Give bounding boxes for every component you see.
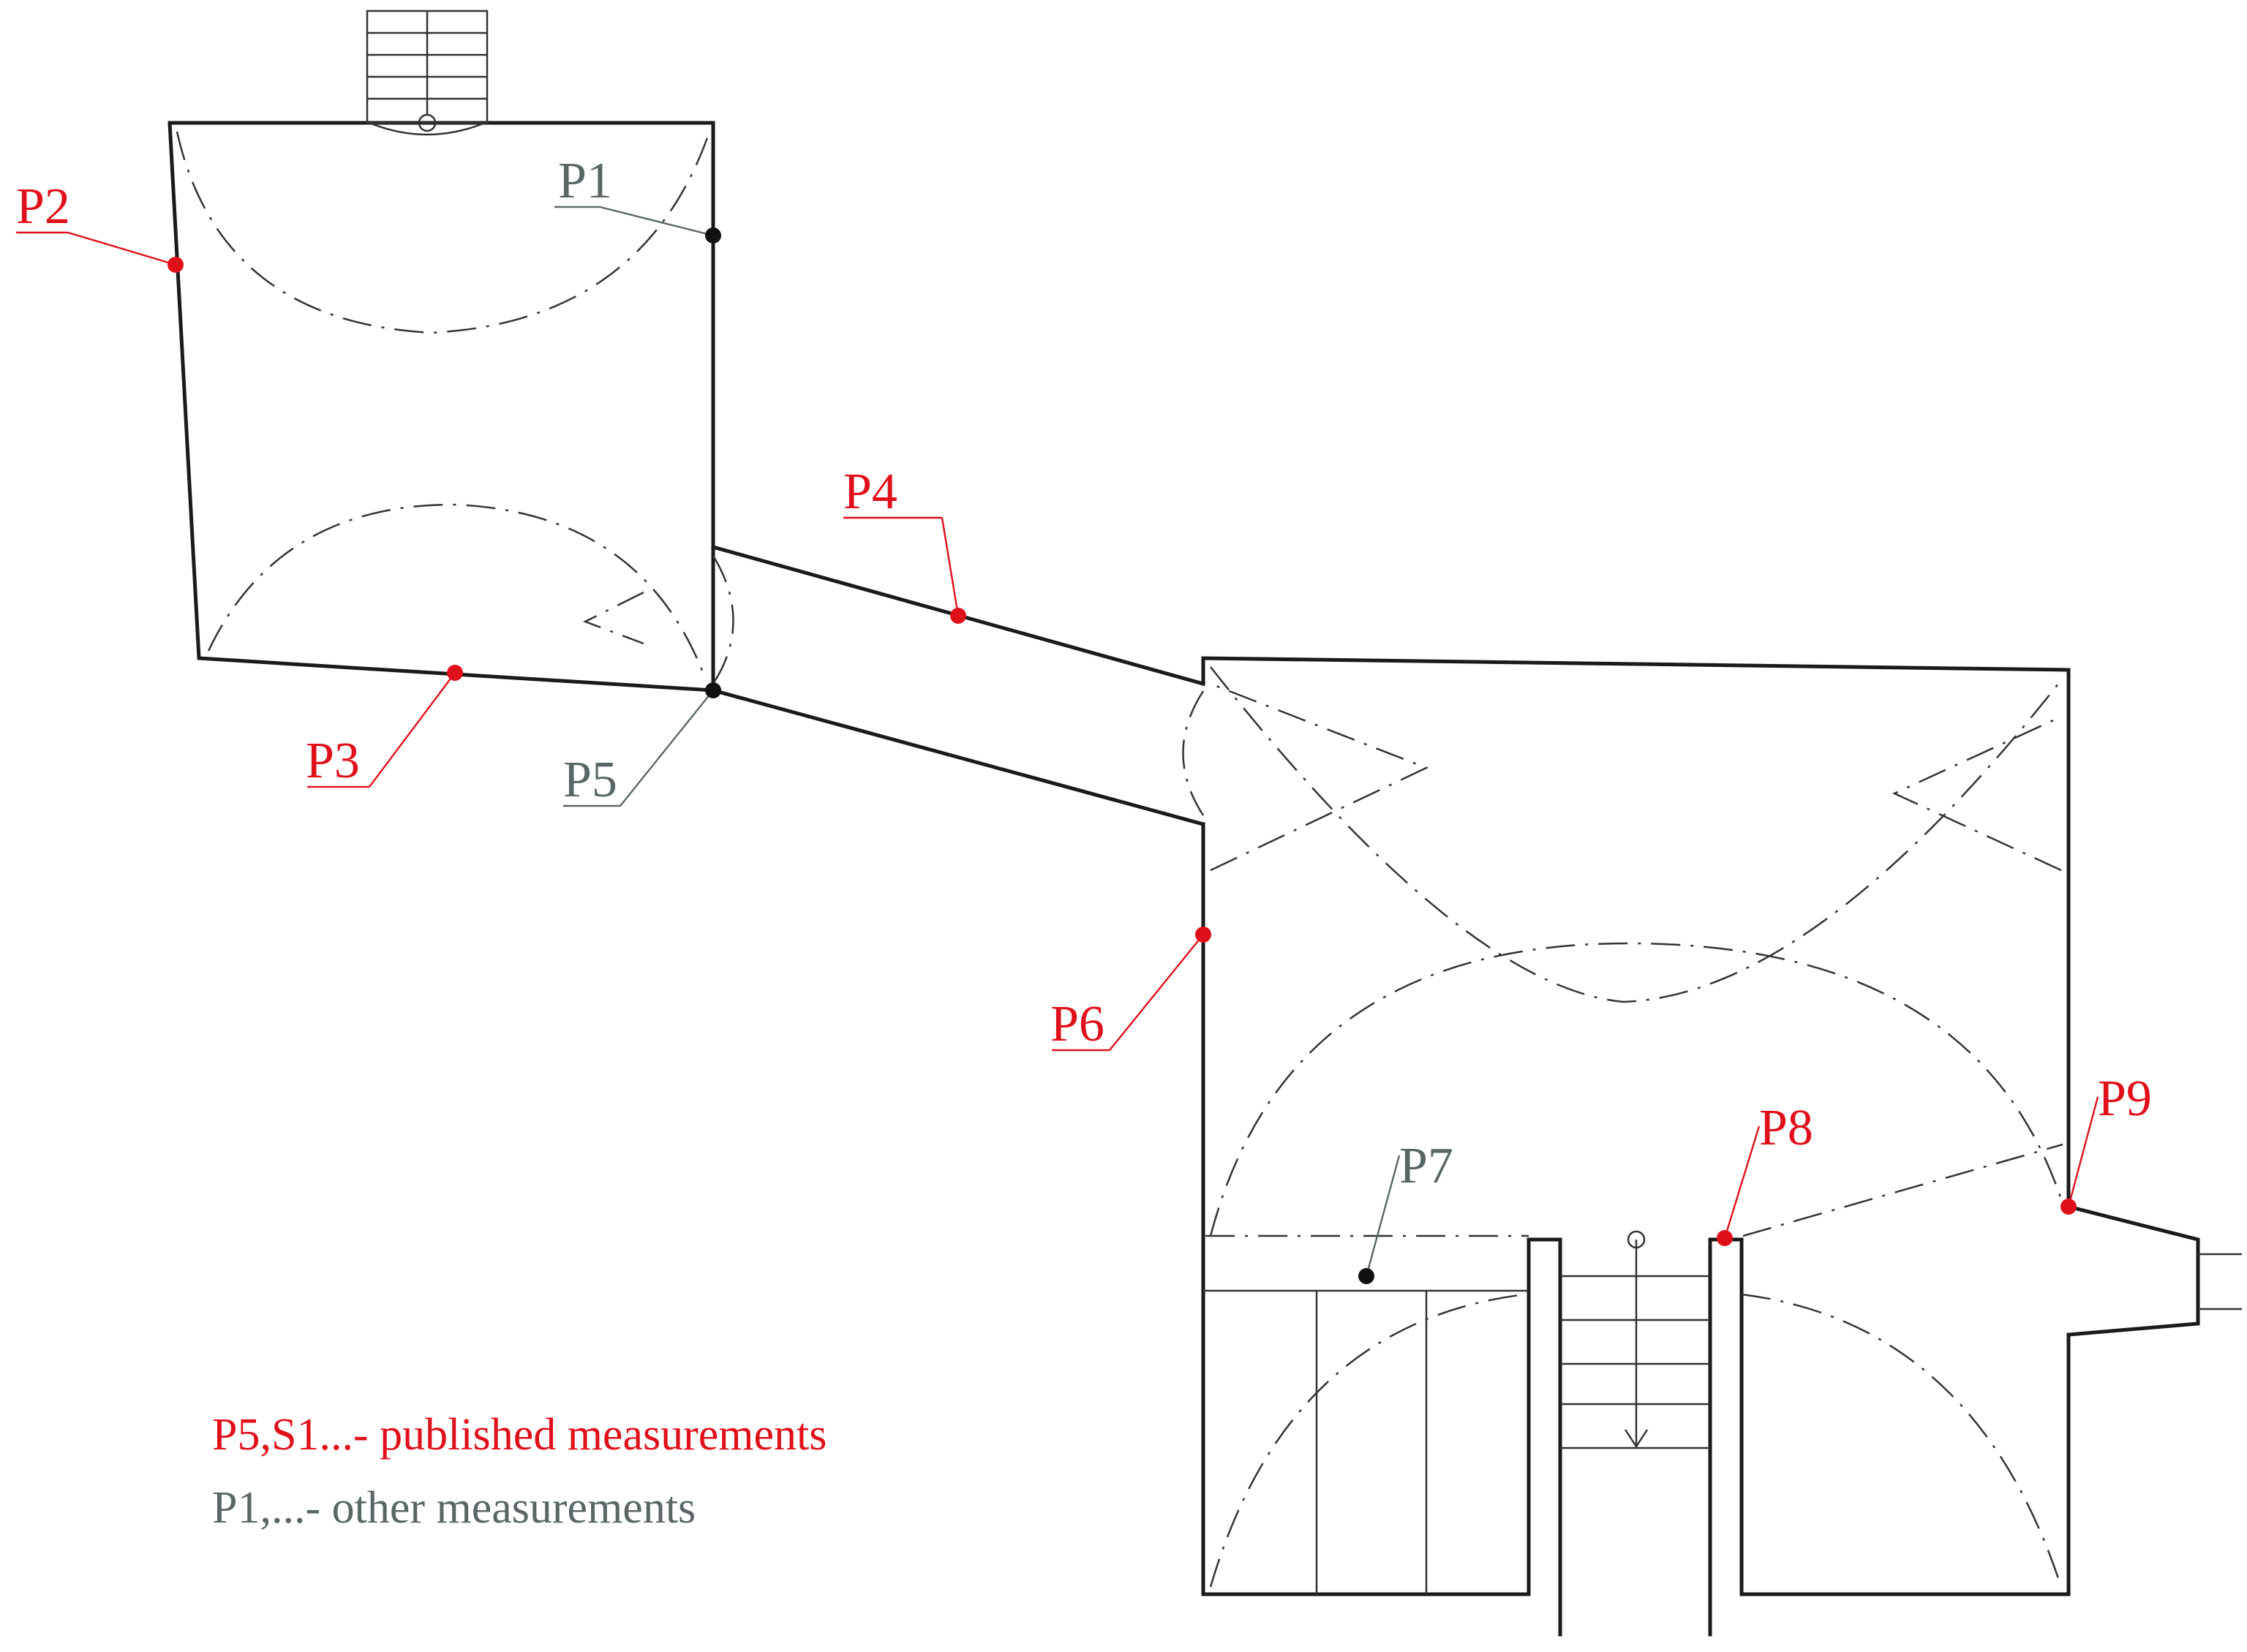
point-p2: P2	[16, 178, 184, 273]
legend: P5,S1...- published measurements P1,...-…	[212, 1410, 827, 1533]
measurement-points: P1 P2 P3 P4 P5	[16, 153, 2152, 1284]
central-stair	[1560, 1230, 1710, 1449]
point-p7: P7	[1358, 1138, 1453, 1284]
label-p9: P9	[2098, 1071, 2152, 1127]
label-p5: P5	[563, 752, 617, 808]
label-p8: P8	[1759, 1100, 1813, 1156]
upper-room-walls	[168, 121, 715, 693]
point-p8: P8	[1717, 1100, 1813, 1246]
point-p1: P1	[554, 153, 721, 244]
lower-room	[1201, 656, 2242, 1637]
point-p6: P6	[1050, 927, 1211, 1052]
label-p6: P6	[1050, 996, 1104, 1052]
point-p9: P9	[2060, 1071, 2152, 1215]
upper-stair	[366, 10, 489, 136]
label-p1: P1	[558, 153, 612, 209]
upper-room-vault-bottom	[207, 503, 707, 681]
west-stair	[1203, 1289, 1529, 1594]
legend-other: P1,...- other measurements	[212, 1483, 696, 1533]
lower-room-walls	[1201, 656, 2071, 1209]
point-p4: P4	[843, 464, 966, 624]
label-p4: P4	[843, 464, 897, 520]
legend-published: P5,S1...- published measurements	[212, 1410, 827, 1460]
label-p2: P2	[16, 178, 70, 235]
point-p3: P3	[306, 665, 463, 789]
passage	[710, 544, 1206, 827]
label-p3: P3	[306, 733, 360, 789]
point-p5: P5	[563, 682, 721, 808]
label-p7: P7	[1399, 1138, 1453, 1194]
upper-room	[168, 10, 715, 693]
upper-room-vault-top	[176, 131, 711, 334]
upper-room-vault-nib	[582, 591, 644, 645]
